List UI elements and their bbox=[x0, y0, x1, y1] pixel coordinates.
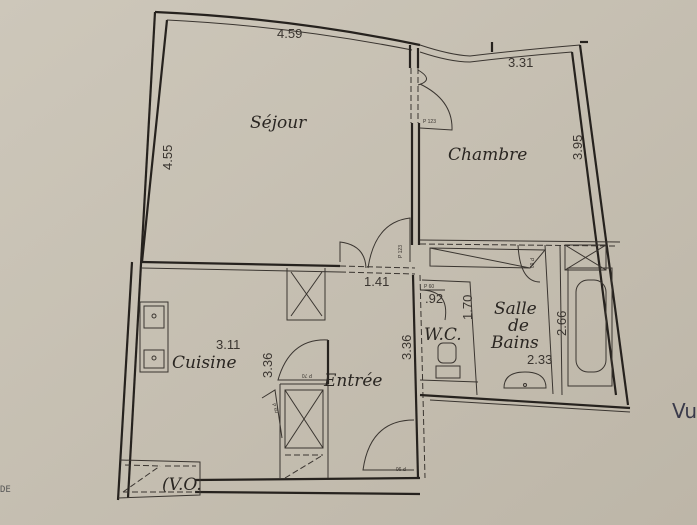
room-label-bains: Bains bbox=[490, 333, 539, 353]
room-label-de: de bbox=[508, 316, 529, 336]
dim-sejour-width: 4.59 bbox=[277, 26, 302, 41]
dim-wc-width: .92 bbox=[425, 291, 443, 306]
room-label-wc: W.C. bbox=[424, 325, 462, 345]
margin-text: DE bbox=[0, 485, 11, 495]
dim-sejour-depth: 4.55 bbox=[160, 145, 175, 170]
dim-wc-depth: 1.70 bbox=[460, 295, 475, 320]
dim-cuisine-depth: 3.36 bbox=[260, 353, 275, 378]
door-label: P 70 bbox=[302, 372, 312, 378]
doors bbox=[261, 69, 541, 471]
room-label-sejour: Séjour bbox=[250, 113, 307, 133]
dim-cuisine-width: 3.11 bbox=[216, 337, 240, 352]
dim-chambre-width: 3.31 bbox=[508, 55, 533, 70]
handwritten-note: Vu bbox=[672, 399, 697, 423]
dim-chambre-depth: 3.95 bbox=[570, 135, 585, 160]
room-label-chambre: Chambre bbox=[448, 145, 527, 165]
door-label: P 60 bbox=[270, 403, 279, 415]
vo-label: (V.O. bbox=[162, 475, 202, 495]
dim-entree-depth: 3.36 bbox=[399, 335, 414, 360]
door-label: P 123 bbox=[398, 245, 404, 258]
door-label: P 80 bbox=[528, 258, 534, 268]
dim-sdb-width: 2.33 bbox=[527, 352, 552, 367]
labels: Séjour Chambre Cuisine Entrée W.C. Salle… bbox=[0, 26, 697, 495]
room-label-salle: Salle bbox=[494, 299, 537, 319]
door-label: P 60 bbox=[424, 284, 434, 290]
dim-entree-width: 1.41 bbox=[364, 274, 389, 289]
dim-sdb-depth: 2.66 bbox=[554, 311, 569, 336]
walls bbox=[116, 10, 631, 501]
door-label: P 123 bbox=[423, 119, 436, 125]
door-label: P 90 bbox=[396, 465, 406, 471]
room-label-entree: Entrée bbox=[323, 371, 382, 391]
room-label-cuisine: Cuisine bbox=[172, 353, 237, 373]
